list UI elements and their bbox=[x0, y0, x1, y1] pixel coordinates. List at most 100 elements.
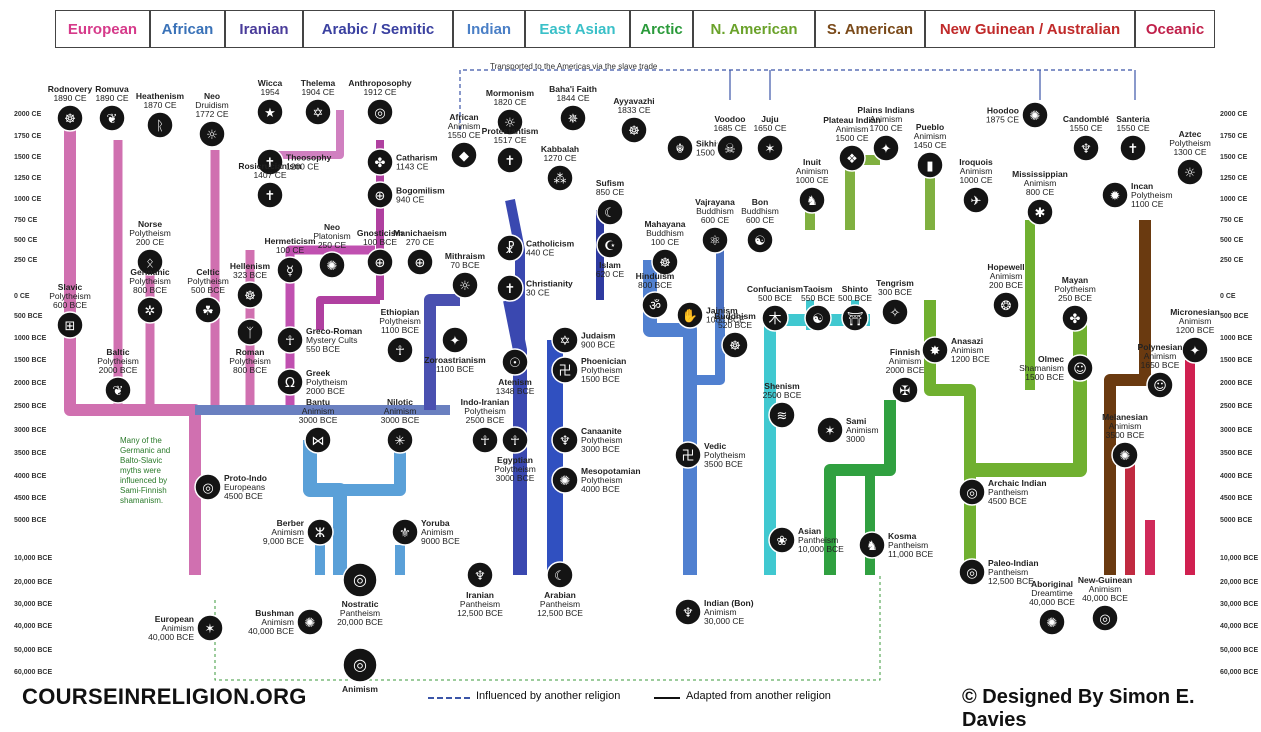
polynesian-icon bbox=[1146, 371, 1174, 399]
timeline-left-label: 50,000 BCE bbox=[14, 647, 52, 654]
ayyavazhi-label-line: Ayyavazhi bbox=[613, 96, 654, 106]
anthroposophy-label-line: Anthroposophy bbox=[348, 78, 412, 88]
bushman-icon bbox=[296, 608, 324, 636]
judaism-label-line: Judaism bbox=[581, 331, 616, 341]
timeline-left-label: 30,000 BCE bbox=[14, 601, 52, 608]
tengrism-symbol: ✧ bbox=[890, 306, 901, 321]
polynesian-label-line: 1650 BCE bbox=[1141, 360, 1180, 370]
bushman-label-line: Bushman bbox=[255, 608, 294, 618]
wicca-symbol: ★ bbox=[264, 106, 276, 121]
hellenism-icon bbox=[236, 281, 264, 309]
mesopotamian-label-line: 4000 BCE bbox=[581, 484, 620, 494]
plateau-indian-label-line: 1500 CE bbox=[835, 133, 868, 143]
mahayana-label-line: Mahayana bbox=[644, 219, 685, 229]
branch-line bbox=[459, 69, 1135, 130]
timeline-right-label: 4500 BCE bbox=[1220, 495, 1253, 502]
timeline-right-label: 0 CE bbox=[1220, 293, 1236, 300]
mayan-label-line: Mayan bbox=[1062, 275, 1088, 285]
berber-label-line: Animism bbox=[271, 527, 304, 537]
norse-label-line: Polytheism bbox=[129, 228, 171, 238]
asian-label-line: Pantheism bbox=[798, 535, 838, 545]
timeline-right-label: 10,000 BCE bbox=[1220, 555, 1258, 562]
protestantism-symbol: ✝ bbox=[505, 154, 516, 169]
greek-label-line: Polytheism bbox=[306, 377, 348, 387]
taoism-label-line: Taoism bbox=[803, 284, 833, 294]
category-header-n-american: N. American bbox=[693, 10, 815, 48]
vedic-icon bbox=[674, 441, 702, 469]
hermeticism-label-line: Hermeticism bbox=[264, 236, 315, 246]
timeline-right-label: 5000 BCE bbox=[1220, 517, 1253, 524]
melanesian-label-line: Melanesian bbox=[1102, 412, 1148, 422]
african-label-line: Animism bbox=[448, 121, 481, 131]
bantu-label-line: Animism bbox=[302, 406, 335, 416]
mesopotamian-label-line: Mesopotamian bbox=[581, 466, 641, 476]
hoodoo-label-line: 1875 CE bbox=[986, 115, 1019, 125]
gnosticism-symbol: ⊕ bbox=[375, 256, 386, 271]
rosicrucianism-icon bbox=[256, 181, 284, 209]
theosophy-symbol: ✝ bbox=[265, 156, 276, 171]
berber-symbol: ⵣ bbox=[315, 526, 325, 541]
branch-line bbox=[690, 320, 725, 385]
germanic-symbol: ✲ bbox=[145, 304, 156, 319]
neo-druidism-label-line: Druidism bbox=[195, 100, 229, 110]
timeline-right-label: 3000 BCE bbox=[1220, 427, 1253, 434]
timeline-left-label: 60,000 BCE bbox=[14, 669, 52, 676]
greek-label-line: Greek bbox=[306, 368, 330, 378]
neo-platonism-label-line: Neo bbox=[324, 222, 340, 232]
timeline-right-label: 1500 CE bbox=[1220, 154, 1248, 161]
indo-iranian-label-line: 2500 BCE bbox=[466, 415, 505, 425]
polynesian-label-line: Polynesian bbox=[1138, 342, 1183, 352]
category-header-arabic-semitic: Arabic / Semitic bbox=[303, 10, 453, 48]
aboriginal-label-line: 40,000 BCE bbox=[1029, 597, 1075, 607]
bahai-icon bbox=[559, 104, 587, 132]
pueblo-label-line: 1450 CE bbox=[913, 140, 946, 150]
catharism-symbol: ✤ bbox=[375, 156, 386, 171]
bogomilism-label-line: 940 CE bbox=[396, 195, 425, 205]
taoism-symbol: ☯ bbox=[812, 312, 824, 327]
nilotic-label-line: 3000 BCE bbox=[381, 415, 420, 425]
bogomilism-label-line: Bogomilism bbox=[396, 186, 445, 196]
timeline-left-label: 4500 BCE bbox=[14, 495, 47, 502]
heathenism-symbol: ᚱ bbox=[156, 119, 164, 134]
timeline-right-label: 20,000 BCE bbox=[1220, 579, 1258, 586]
hellenism-symbol: ☸ bbox=[244, 289, 256, 304]
catholicism-icon bbox=[496, 234, 524, 262]
theosophy-label-line: 1200 CE bbox=[286, 162, 319, 172]
finnish-symbol: ✠ bbox=[900, 384, 911, 399]
anasazi-label-line: 1200 BCE bbox=[951, 354, 990, 364]
mayan-label-line: 250 BCE bbox=[1058, 293, 1092, 303]
germanic-label-line: Polytheism bbox=[129, 276, 171, 286]
european-label-line: European bbox=[155, 614, 194, 624]
mayan-icon bbox=[1061, 304, 1089, 332]
rosicrucianism-symbol: ✝ bbox=[265, 189, 276, 204]
ayyavazhi-symbol: ☸ bbox=[628, 124, 640, 139]
hellenism-label-line: Hellenism bbox=[230, 261, 271, 271]
wicca-icon bbox=[256, 98, 284, 126]
archaic-indian-label-line: 4500 BCE bbox=[988, 496, 1027, 506]
plateau-indian-symbol: ❖ bbox=[846, 152, 858, 167]
bushman-label-line: 40,000 BCE bbox=[248, 626, 294, 636]
african-icon bbox=[450, 141, 478, 169]
aboriginal-label-line: Dreamtime bbox=[1031, 588, 1073, 598]
inuit-symbol: ♞ bbox=[806, 194, 818, 209]
incan-label-line: Polytheism bbox=[1131, 190, 1173, 200]
shenism-icon bbox=[768, 401, 796, 429]
